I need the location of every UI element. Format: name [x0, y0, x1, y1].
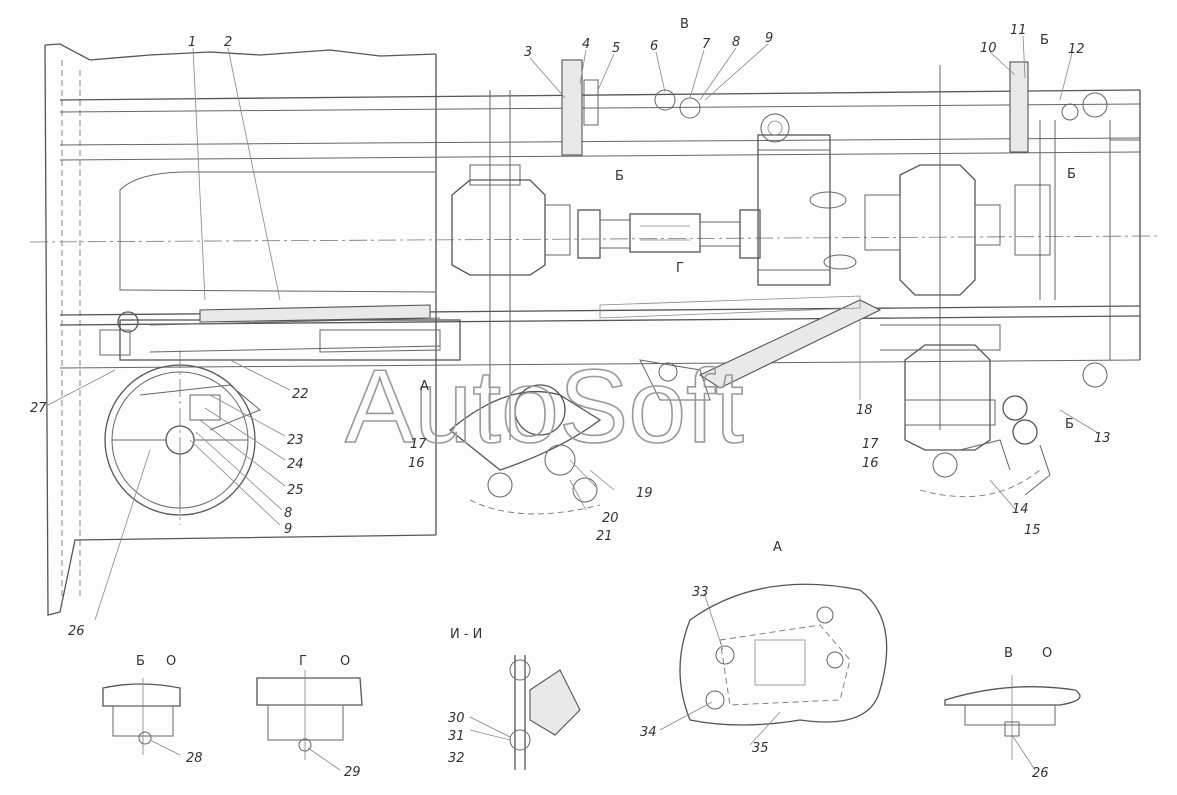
- label-33: 33: [692, 585, 709, 600]
- label-23: 23: [287, 433, 304, 448]
- label-22: 22: [292, 387, 309, 402]
- section-b-title: Б: [136, 654, 145, 669]
- label-10: 10: [980, 41, 997, 56]
- section-ii-title: И - И: [450, 627, 482, 642]
- section-markers: B Б Б Г А Б А Б И - И Б О Г О В О: [136, 17, 1076, 669]
- label-1: 1: [188, 35, 196, 50]
- section-g-title: Г: [299, 654, 307, 669]
- label-29: 29: [344, 765, 361, 780]
- marker-v-top: B: [680, 17, 689, 32]
- label-9: 9: [765, 31, 773, 46]
- label-32: 32: [448, 751, 465, 766]
- front-linkage: [448, 359, 711, 515]
- label-28: 28: [186, 751, 203, 766]
- label-30: 30: [448, 711, 465, 726]
- label-15: 15: [1024, 523, 1041, 538]
- detail-a: [679, 583, 888, 726]
- label-11: 11: [1010, 23, 1027, 38]
- gearbox-housing: [451, 90, 571, 440]
- detail-ii: [509, 655, 581, 770]
- label-17-rear: 17: [862, 437, 879, 452]
- steering-shaft: [99, 304, 461, 361]
- label-34: 34: [640, 725, 657, 740]
- marker-b-mid: Б: [615, 169, 624, 184]
- label-25: 25: [287, 483, 304, 498]
- label-9-lower: 9: [284, 522, 292, 537]
- label-2: 2: [224, 35, 232, 50]
- section-b-o: О: [166, 654, 176, 669]
- label-3: 3: [524, 45, 532, 60]
- label-35: 35: [752, 741, 769, 756]
- label-13: 13: [1094, 431, 1111, 446]
- rear-drive-unit: [864, 65, 1056, 430]
- detail-g: [256, 670, 363, 760]
- leader-lines: [47, 35, 1099, 771]
- label-27: 27: [30, 401, 47, 416]
- rear-linkage: [919, 362, 1108, 498]
- detail-b: [102, 678, 181, 755]
- upper-fittings: [561, 59, 1108, 156]
- body-outline: [44, 43, 437, 616]
- part-labels: 1 2 3 4 5 6 7 8 9 10 11 12 13 14 15 16 1…: [30, 23, 1111, 781]
- label-24: 24: [287, 457, 304, 472]
- label-19: 19: [636, 486, 653, 501]
- label-21: 21: [596, 529, 613, 544]
- label-31: 31: [448, 729, 465, 744]
- diagonal-brace: [599, 295, 882, 389]
- label-7: 7: [702, 37, 711, 52]
- marker-b-right: Б: [1067, 167, 1076, 182]
- label-16-rear: 16: [862, 456, 879, 471]
- label-20: 20: [602, 511, 619, 526]
- label-8: 8: [732, 35, 740, 50]
- label-18: 18: [856, 403, 873, 418]
- marker-g-mid: Г: [676, 261, 684, 276]
- label-26-detail: 26: [1032, 766, 1049, 781]
- detail-v: [944, 675, 1081, 760]
- marker-b-arrow: Б: [1065, 417, 1074, 432]
- steering-wheel: [104, 350, 261, 525]
- label-5: 5: [612, 41, 620, 56]
- watermark-text: AutoSoft: [345, 349, 744, 465]
- rear-housing: [880, 324, 1001, 451]
- section-g-o: О: [340, 654, 350, 669]
- propeller-shaft: [577, 209, 761, 259]
- label-16-front: 16: [408, 456, 425, 471]
- label-14: 14: [1012, 502, 1029, 517]
- frame-rails: [29, 89, 1161, 369]
- label-12: 12: [1068, 42, 1085, 57]
- label-26: 26: [68, 624, 85, 639]
- label-6: 6: [650, 39, 658, 54]
- label-8-lower: 8: [284, 506, 292, 521]
- marker-a-bottom: А: [773, 540, 782, 555]
- marker-a-left: А: [420, 379, 429, 394]
- marker-b-top: Б: [1040, 33, 1049, 48]
- section-v-o: О: [1042, 646, 1052, 661]
- label-4: 4: [582, 37, 590, 52]
- label-17-front: 17: [410, 437, 427, 452]
- transfer-case: [757, 113, 857, 286]
- section-v-title: В: [1004, 646, 1013, 661]
